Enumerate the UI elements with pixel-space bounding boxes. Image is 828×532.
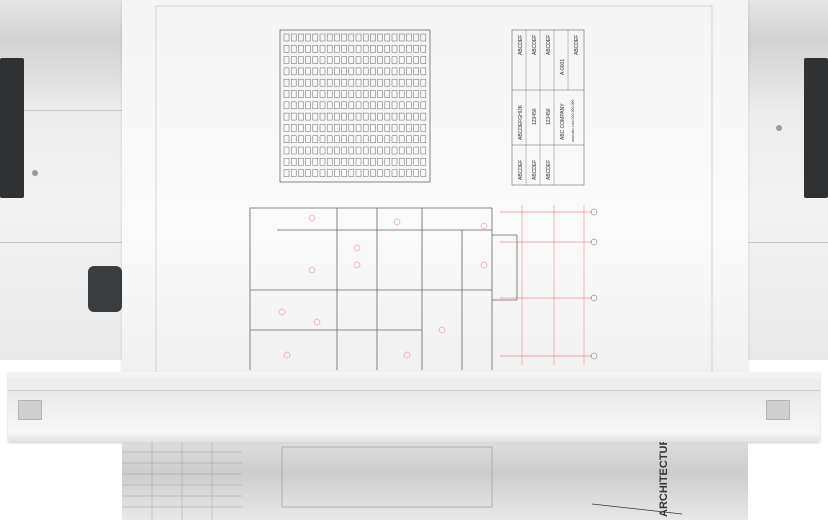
printer-body-right xyxy=(748,0,828,360)
company-name: ABC COMPANY xyxy=(560,103,566,140)
svg-text:ABCDEF: ABCDEF xyxy=(574,35,580,55)
number-2: 123456 xyxy=(546,108,552,125)
dimension-lines xyxy=(500,205,598,365)
svg-text:ABCDEF: ABCDEF xyxy=(532,35,538,55)
svg-text:ABCDEF: ABCDEF xyxy=(518,160,524,180)
side-panel xyxy=(804,58,828,198)
vent xyxy=(88,266,122,312)
floor-plan xyxy=(249,207,518,370)
sheet-id: A-0001 xyxy=(560,59,566,75)
screw xyxy=(32,170,38,176)
printer-front-bar xyxy=(8,372,820,442)
svg-text:ABCDEF: ABCDEF xyxy=(532,160,538,180)
svg-text:ABCDEF: ABCDEF xyxy=(518,35,524,55)
screw xyxy=(776,125,782,131)
company-contact: www.abc.com 000-000-000 xyxy=(571,100,575,142)
architecture-label: ARCHITECTURE xyxy=(658,442,670,517)
right-button[interactable] xyxy=(766,400,790,420)
building-elevation xyxy=(279,29,431,183)
paper-reflection: ARCHITECTURE xyxy=(122,430,748,520)
printed-drawing-sheet: ABCDEFGHIJK 123456 123456 ABC COMPANY ww… xyxy=(122,0,748,379)
number-1: 123456 xyxy=(532,108,538,125)
left-button[interactable] xyxy=(18,400,42,420)
title-block: ABCDEFGHIJK 123456 123456 ABC COMPANY ww… xyxy=(511,29,585,186)
svg-text:ABCDEF: ABCDEF xyxy=(546,160,552,180)
architectural-drawing: ABCDEFGHIJK 123456 123456 ABC COMPANY ww… xyxy=(155,5,713,379)
printer-body-left xyxy=(0,0,122,360)
svg-text:ABCDEF: ABCDEF xyxy=(546,35,552,55)
side-panel xyxy=(0,58,24,198)
project-name: ABCDEFGHIJK xyxy=(518,104,524,140)
